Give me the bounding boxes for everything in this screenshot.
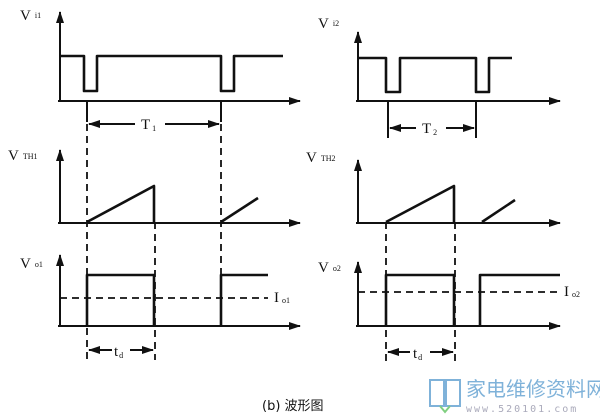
vo1-pulse: [85, 273, 156, 326]
book-logo-icon: [439, 405, 451, 414]
vth1-ramp: [86, 184, 156, 224]
watermark: 家电维修资料网 www.520101.com: [429, 377, 600, 415]
vo2-pulse-2: [478, 273, 560, 326]
td2-label: td: [413, 346, 422, 362]
vi2-waveform: [358, 56, 512, 94]
watermark-url: www.520101.com: [466, 404, 578, 415]
watermark-title: 家电维修资料网: [466, 377, 600, 401]
vo1-pulse-2: [219, 273, 268, 326]
vo2-pulse: [384, 273, 456, 326]
vth2-ramp-2: [481, 198, 516, 224]
td1-label: td: [114, 344, 123, 360]
book-logo-icon: [429, 379, 461, 407]
vi1-waveform: [60, 54, 283, 93]
figure-caption: (b) 波形图: [262, 399, 324, 414]
vth1-ramp-2: [220, 196, 259, 224]
vth2-ramp: [385, 184, 456, 224]
